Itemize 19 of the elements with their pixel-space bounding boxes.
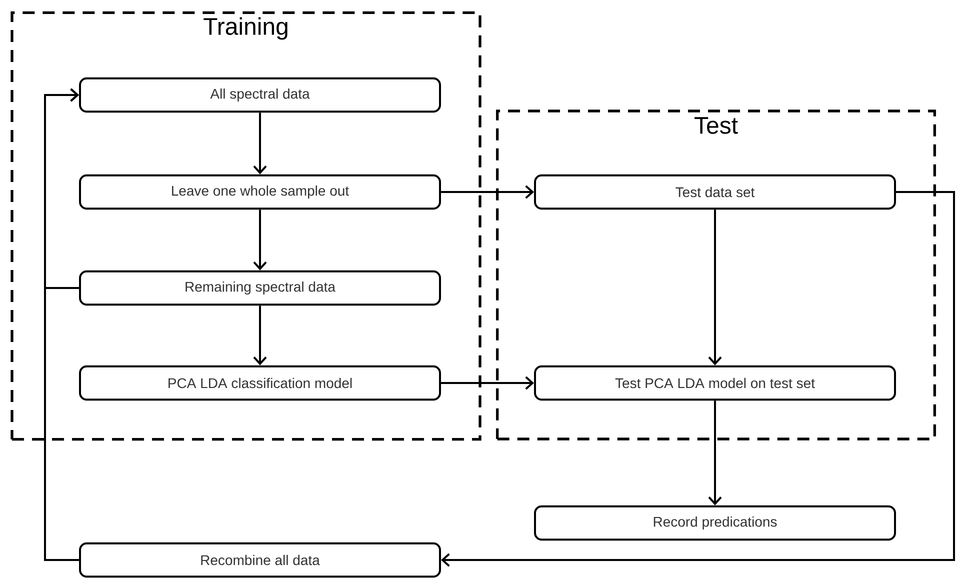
process-box: PCA LDA classification model bbox=[79, 365, 441, 401]
arrow bbox=[253, 112, 267, 174]
arrow bbox=[441, 376, 534, 390]
arrow bbox=[253, 210, 267, 270]
process-box: Test PCA LDA model on test set bbox=[534, 365, 896, 401]
arrow bbox=[441, 191, 955, 567]
group-title: Training bbox=[204, 17, 288, 40]
arrow bbox=[441, 185, 534, 199]
process-box: Remaining spectral data bbox=[79, 270, 441, 306]
process-box: All spectral data bbox=[79, 77, 441, 113]
process-box: Recombine all data bbox=[79, 542, 441, 578]
arrow bbox=[44, 88, 79, 561]
group-title: Test bbox=[694, 117, 738, 134]
arrow bbox=[708, 210, 722, 366]
process-box: Test data set bbox=[534, 174, 896, 210]
arrow bbox=[253, 306, 267, 366]
arrow bbox=[708, 400, 722, 506]
process-box: Record predications bbox=[534, 505, 896, 541]
process-box: Leave one whole sample out bbox=[79, 174, 441, 210]
